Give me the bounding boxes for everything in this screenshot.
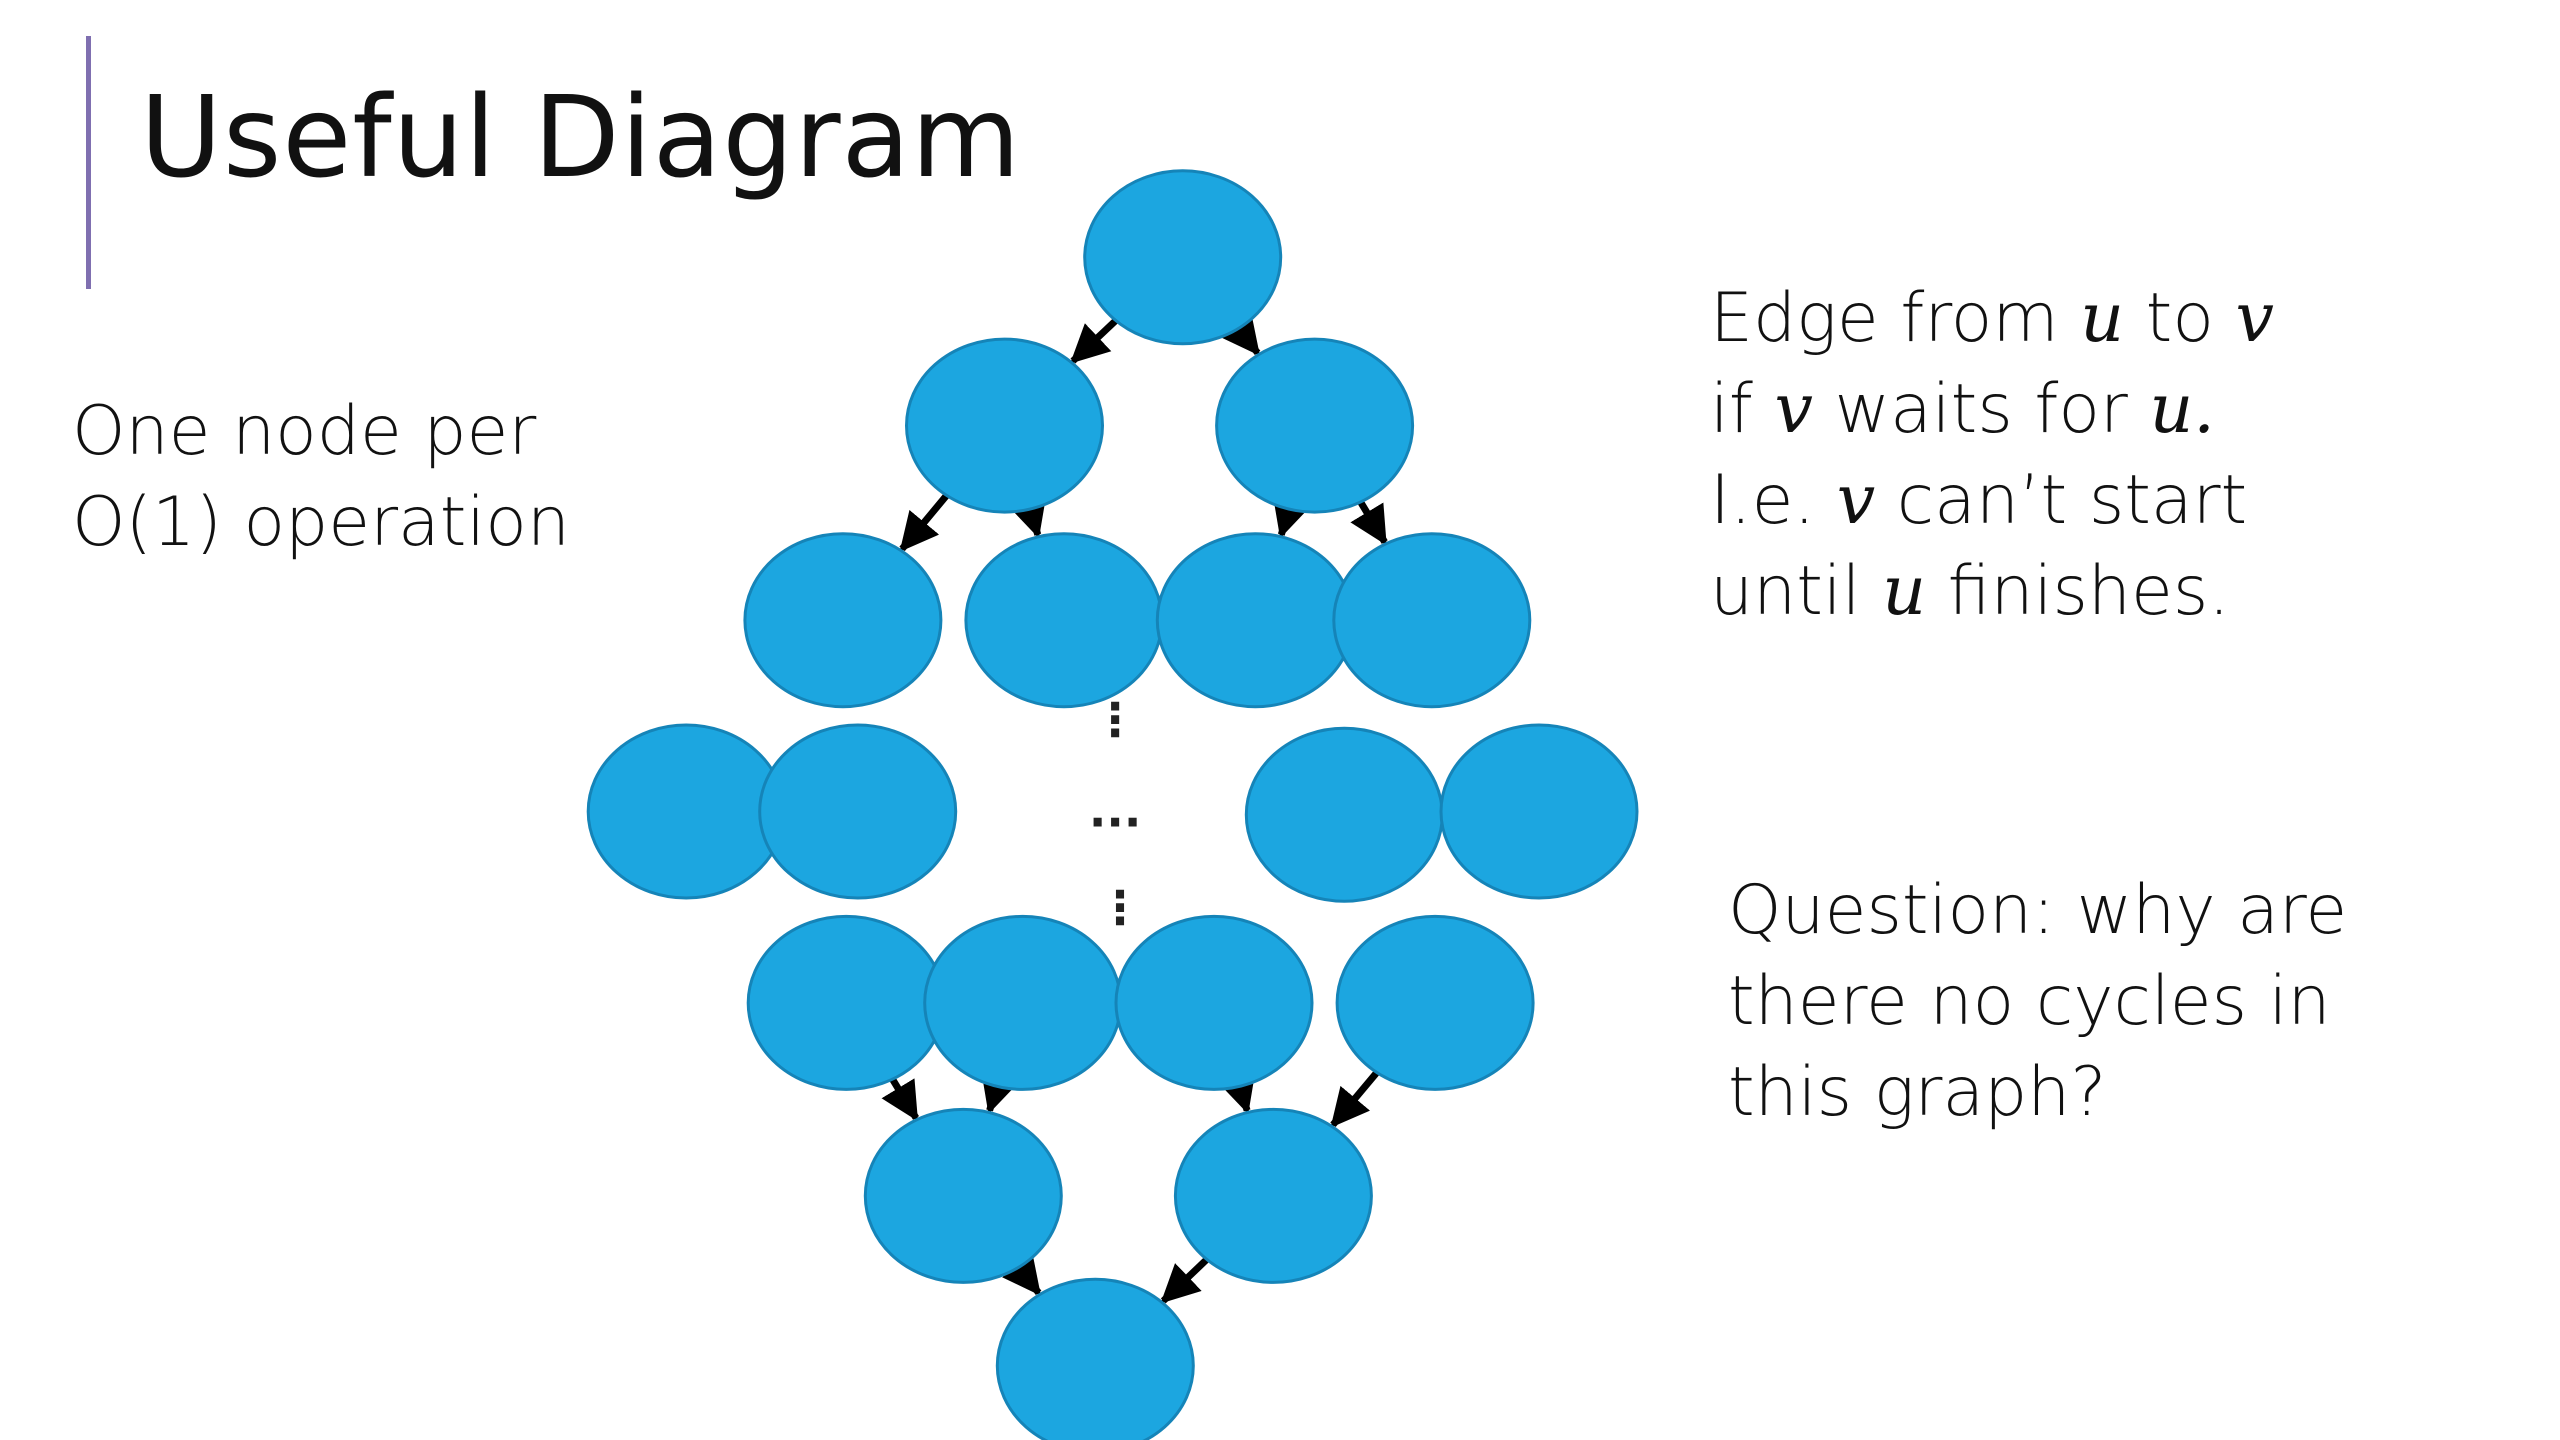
edge-note-line-2: if v waits for u. bbox=[1710, 364, 2274, 455]
math-var-v: v bbox=[2235, 279, 2274, 358]
question-line-2: there no cycles in bbox=[1728, 962, 2331, 1041]
math-var-v: v bbox=[1836, 461, 1876, 540]
edge-b1-to-c1 bbox=[881, 1077, 919, 1122]
question-line-1: Question: why are bbox=[1728, 871, 2348, 950]
graph-node-m3 bbox=[1244, 726, 1444, 903]
graph-node-l1b bbox=[1215, 337, 1415, 514]
graph-node-b2 bbox=[923, 914, 1123, 1091]
math-period: . bbox=[2193, 370, 2215, 449]
edge-b3-to-c2 bbox=[1218, 1071, 1256, 1115]
edge-note-text: finishes. bbox=[1926, 552, 2230, 631]
graph-node-b3 bbox=[1114, 914, 1314, 1091]
edge-l1a-to-l2b bbox=[1009, 495, 1047, 539]
edge-l1b-to-l2d bbox=[1350, 500, 1388, 546]
graph-node-l2d bbox=[1332, 532, 1532, 709]
edge-note-text: until bbox=[1710, 552, 1883, 631]
edge-note-text: Edge from bbox=[1710, 279, 2081, 358]
vertical-ellipsis-bottom: ⋮ bbox=[1097, 881, 1143, 935]
graph-node-b1 bbox=[746, 914, 946, 1091]
left-note-line-2: O(1) operation bbox=[72, 483, 570, 562]
left-note-line-1: One node per bbox=[72, 392, 537, 471]
graph-node-l2c bbox=[1155, 532, 1355, 709]
ellipsis-layer: ⋮ ··· ⋮ bbox=[1089, 693, 1143, 935]
title-accent-bar bbox=[86, 36, 91, 289]
math-var-v: v bbox=[1774, 370, 1813, 449]
graph-node-m4 bbox=[1439, 723, 1639, 900]
edge-note-text: waits for bbox=[1812, 370, 2150, 449]
edge-definition-note: Edge from u to v if v waits for u. I.e. … bbox=[1710, 273, 2274, 637]
math-var-u: u bbox=[2080, 279, 2125, 358]
horizontal-ellipsis: ··· bbox=[1089, 795, 1141, 849]
graph-node-c2 bbox=[1173, 1107, 1373, 1284]
edge-root-to-l1b bbox=[1221, 313, 1261, 356]
edge-b2-to-c1 bbox=[981, 1071, 1019, 1115]
left-note: One node per O(1) operation bbox=[72, 386, 570, 568]
edge-note-line-4: until u finishes. bbox=[1710, 546, 2274, 637]
graph-node-m2 bbox=[758, 723, 958, 900]
graph-node-c1 bbox=[863, 1107, 1063, 1284]
edge-note-text: if bbox=[1710, 370, 1775, 449]
edge-b4-to-c2 bbox=[1330, 1070, 1380, 1128]
edge-note-line-3: I.e. v can’t start bbox=[1710, 455, 2274, 546]
edge-note-line-1: Edge from u to v bbox=[1710, 273, 2274, 364]
math-var-u: u bbox=[1882, 552, 1927, 631]
slide-title: Useful Diagram bbox=[140, 73, 1022, 203]
edge-root-to-l1a bbox=[1070, 317, 1119, 364]
question-note: Question: why are there no cycles in thi… bbox=[1728, 865, 2347, 1138]
edge-note-text: I.e. bbox=[1710, 461, 1837, 540]
graph-node-l2b bbox=[964, 532, 1164, 709]
graph-node-root bbox=[1083, 169, 1283, 346]
edge-note-text: can’t start bbox=[1875, 461, 2248, 540]
edge-c1-to-sink bbox=[1002, 1253, 1042, 1296]
nodes-layer bbox=[586, 169, 1639, 1440]
edge-c2-to-sink bbox=[1160, 1256, 1210, 1304]
graph-node-l2a bbox=[743, 532, 943, 709]
edge-l1a-to-l2a bbox=[899, 493, 950, 552]
edge-note-text: to bbox=[2124, 279, 2236, 358]
graph-node-m1 bbox=[586, 723, 786, 900]
graph-node-sink bbox=[995, 1277, 1195, 1440]
math-var-u: u bbox=[2149, 370, 2194, 449]
question-line-3: this graph? bbox=[1728, 1053, 2107, 1132]
graph-node-b4 bbox=[1335, 914, 1535, 1091]
graph-node-l1a bbox=[905, 337, 1104, 514]
edge-l1b-to-l2c bbox=[1272, 495, 1310, 539]
